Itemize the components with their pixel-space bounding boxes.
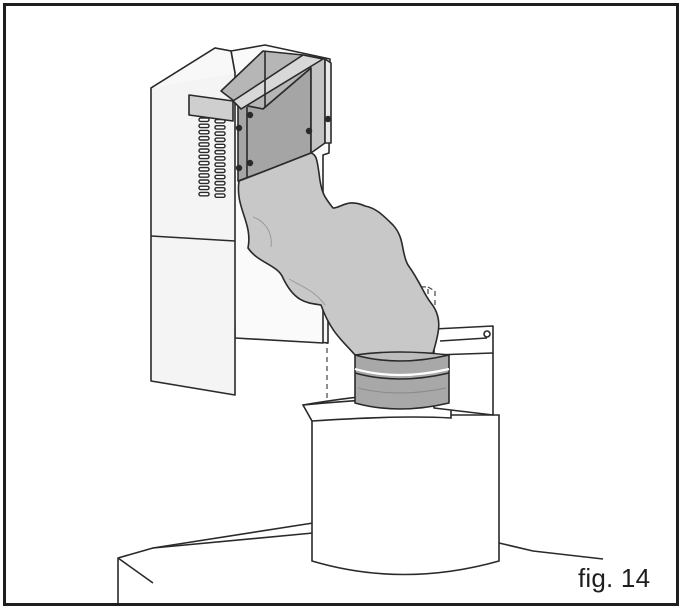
vent-slot — [214, 193, 226, 198]
vent-slot — [214, 137, 226, 143]
vent-slot — [214, 131, 226, 136]
flex-duct — [237, 152, 440, 356]
vent-slot — [214, 143, 226, 149]
hood-installation-illustration — [117, 44, 604, 603]
vent-slot — [214, 174, 226, 180]
duct-adapter — [188, 50, 332, 182]
chimney-cover — [150, 47, 236, 396]
vent-slot — [214, 162, 226, 167]
figure-frame: fig. 14 — [3, 3, 679, 606]
vent-slot — [198, 135, 210, 141]
vent-slot — [198, 148, 210, 154]
duct-collar — [354, 351, 450, 410]
hood-body — [301, 392, 500, 576]
vent-slot — [198, 123, 210, 129]
vent-slot — [214, 149, 226, 155]
figure-label: fig. 14 — [578, 563, 651, 593]
vent-slot — [214, 180, 226, 186]
vent-slot — [198, 154, 210, 160]
vent-slot — [198, 142, 210, 147]
vent-slot — [214, 186, 226, 192]
vent-slot — [214, 168, 226, 174]
vent-slot — [198, 166, 210, 172]
vent-slot — [214, 124, 226, 130]
vent-slot — [198, 117, 210, 123]
vent-grille — [198, 117, 226, 198]
vent-slot — [198, 191, 210, 197]
vent-slot — [198, 173, 210, 178]
vent-slot — [198, 179, 210, 185]
vent-slot — [198, 160, 210, 166]
vent-slot — [198, 185, 210, 191]
vent-slot — [198, 129, 210, 135]
vent-slot — [214, 155, 226, 161]
